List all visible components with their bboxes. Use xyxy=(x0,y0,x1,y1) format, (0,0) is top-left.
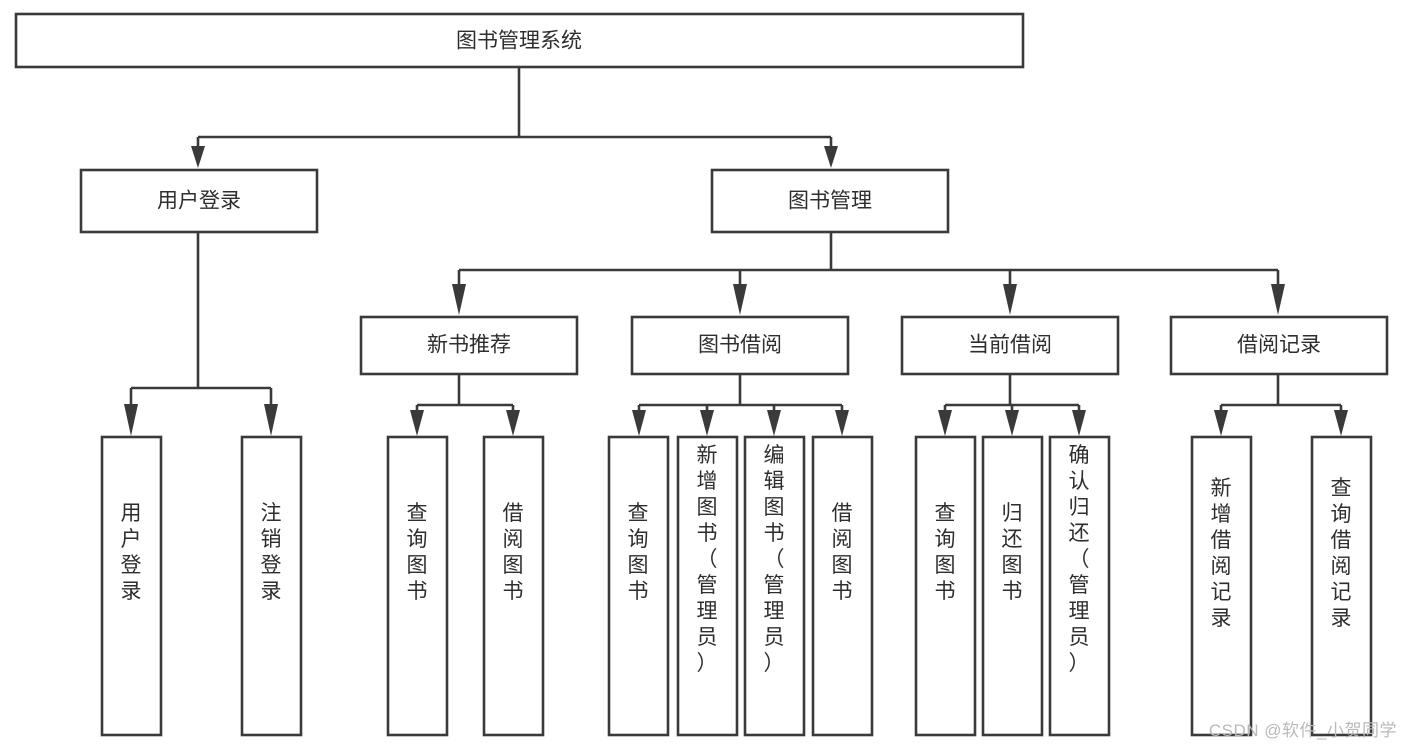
node-book-management-box[interactable] xyxy=(710,168,950,234)
leaf-query-record-box[interactable] xyxy=(1310,435,1373,737)
node-user-login-label: 用户登录 xyxy=(157,190,241,213)
node-root-label: 图书管理系统 xyxy=(456,30,582,53)
arrow-to-new-book-recommend xyxy=(452,284,466,315)
leaf-add-record[interactable]: 新增借阅记录 xyxy=(1190,435,1253,737)
arrow-to-user-login xyxy=(191,146,205,168)
leaf-borrow-book-1-label: 借阅图书 xyxy=(503,502,524,603)
leaf-edit-book[interactable]: 编辑图书（管理员） xyxy=(743,435,806,737)
arrow-leaf-return-book xyxy=(1005,410,1019,436)
arrow-to-borrow-record xyxy=(1271,284,1285,315)
leaf-borrow-book-2-label: 借阅图书 xyxy=(832,502,853,603)
leaf-borrow-book-1[interactable]: 借阅图书 xyxy=(482,435,545,737)
arrow-leaf-query-book-3 xyxy=(938,410,952,436)
leaf-return-book-label: 归还图书 xyxy=(1002,502,1023,603)
arrow-leaf-query-book-1 xyxy=(410,410,424,436)
arrow-leaf-query-book-2 xyxy=(632,410,646,436)
node-current-borrow-box[interactable] xyxy=(900,315,1120,376)
leaf-return-book-box[interactable] xyxy=(981,435,1044,737)
arrow-leaf-borrow-book-2 xyxy=(835,410,849,436)
connectors-current-borrow-to-leaves xyxy=(938,375,1086,436)
leaf-query-record[interactable]: 查询借阅记录 xyxy=(1310,435,1373,737)
leaf-user-login-label: 用户登录 xyxy=(121,502,142,603)
node-borrow-record-box[interactable] xyxy=(1169,315,1389,376)
node-borrow-record-label: 借阅记录 xyxy=(1237,334,1321,357)
arrow-leaf-add-record xyxy=(1214,410,1228,436)
leaf-borrow-book-2[interactable]: 借阅图书 xyxy=(811,435,874,737)
leaf-query-book-3[interactable]: 查询图书 xyxy=(914,435,977,737)
leaf-add-book-box[interactable] xyxy=(676,435,739,737)
arrow-leaf-user-login xyxy=(124,404,138,436)
leaf-query-book-3-box[interactable] xyxy=(914,435,977,737)
node-new-book-recommend-box[interactable] xyxy=(359,315,579,376)
arrow-leaf-borrow-book-1 xyxy=(506,410,520,436)
leaf-logout-login-box[interactable] xyxy=(240,435,303,737)
leaf-query-book-2[interactable]: 查询图书 xyxy=(607,435,670,737)
connectors-new-book-recommend-to-leaves xyxy=(410,375,520,436)
node-book-borrow-label: 图书借阅 xyxy=(698,334,782,357)
node-current-borrow-label: 当前借阅 xyxy=(968,334,1052,357)
leaf-confirm-return[interactable]: 确认归还（管理员） xyxy=(1048,435,1111,737)
leaf-logout-login[interactable]: 注销登录 xyxy=(240,435,303,737)
node-book-borrow[interactable]: 图书借阅 xyxy=(630,315,850,376)
arrow-to-book-management xyxy=(824,146,838,168)
csdn-watermark: CSDN @软件_小贺同学 xyxy=(1208,721,1397,740)
leaf-query-book-1-label: 查询图书 xyxy=(407,502,428,603)
leaf-return-book[interactable]: 归还图书 xyxy=(981,435,1044,737)
leaf-query-book-3-label: 查询图书 xyxy=(935,502,956,603)
arrow-to-book-borrow xyxy=(733,284,747,315)
connectors-borrow-record-to-leaves xyxy=(1214,375,1348,436)
leaf-add-book-label: 新增图书（管理员） xyxy=(697,444,718,675)
connectors-book-borrow-to-leaves xyxy=(632,375,849,436)
arrow-leaf-query-record xyxy=(1334,410,1348,436)
leaf-query-book-2-box[interactable] xyxy=(607,435,670,737)
connectors-user-login-to-leaves xyxy=(124,233,278,436)
leaf-borrow-book-1-box[interactable] xyxy=(482,435,545,737)
arrow-leaf-confirm-return xyxy=(1072,410,1086,436)
leaf-add-record-label: 新增借阅记录 xyxy=(1211,477,1232,630)
node-root[interactable]: 图书管理系统 xyxy=(14,12,1025,69)
leaf-logout-login-label: 注销登录 xyxy=(261,502,282,603)
node-user-login[interactable]: 用户登录 xyxy=(79,168,319,234)
arrow-leaf-edit-book xyxy=(767,410,781,436)
leaf-query-book-2-label: 查询图书 xyxy=(628,502,649,603)
arrow-leaf-logout-login xyxy=(264,404,278,436)
leaf-user-login-box[interactable] xyxy=(100,435,163,737)
node-book-management-label: 图书管理 xyxy=(788,190,872,213)
leaf-add-book[interactable]: 新增图书（管理员） xyxy=(676,435,739,737)
leaf-edit-book-label: 编辑图书（管理员） xyxy=(764,444,785,675)
leaf-confirm-return-label: 确认归还（管理员） xyxy=(1069,444,1090,675)
node-borrow-record[interactable]: 借阅记录 xyxy=(1169,315,1389,376)
node-user-login-box[interactable] xyxy=(79,168,319,234)
connectors-root-to-level2 xyxy=(191,67,838,168)
node-current-borrow[interactable]: 当前借阅 xyxy=(900,315,1120,376)
arrow-to-current-borrow xyxy=(1003,284,1017,315)
leaf-query-book-1[interactable]: 查询图书 xyxy=(386,435,449,737)
node-new-book-recommend[interactable]: 新书推荐 xyxy=(359,315,579,376)
connectors-book-management-to-level3 xyxy=(452,233,1285,315)
leaf-user-login[interactable]: 用户登录 xyxy=(100,435,163,737)
arrow-leaf-add-book xyxy=(700,410,714,436)
node-new-book-recommend-label: 新书推荐 xyxy=(427,334,511,357)
node-root-box[interactable] xyxy=(14,12,1025,69)
leaf-query-book-1-box[interactable] xyxy=(386,435,449,737)
node-book-borrow-box[interactable] xyxy=(630,315,850,376)
leaf-borrow-book-2-box[interactable] xyxy=(811,435,874,737)
node-book-management[interactable]: 图书管理 xyxy=(710,168,950,234)
leaf-add-record-box[interactable] xyxy=(1190,435,1253,737)
leaf-query-record-label: 查询借阅记录 xyxy=(1331,477,1352,630)
leaf-confirm-return-box[interactable] xyxy=(1048,435,1111,737)
leaf-edit-book-box[interactable] xyxy=(743,435,806,737)
